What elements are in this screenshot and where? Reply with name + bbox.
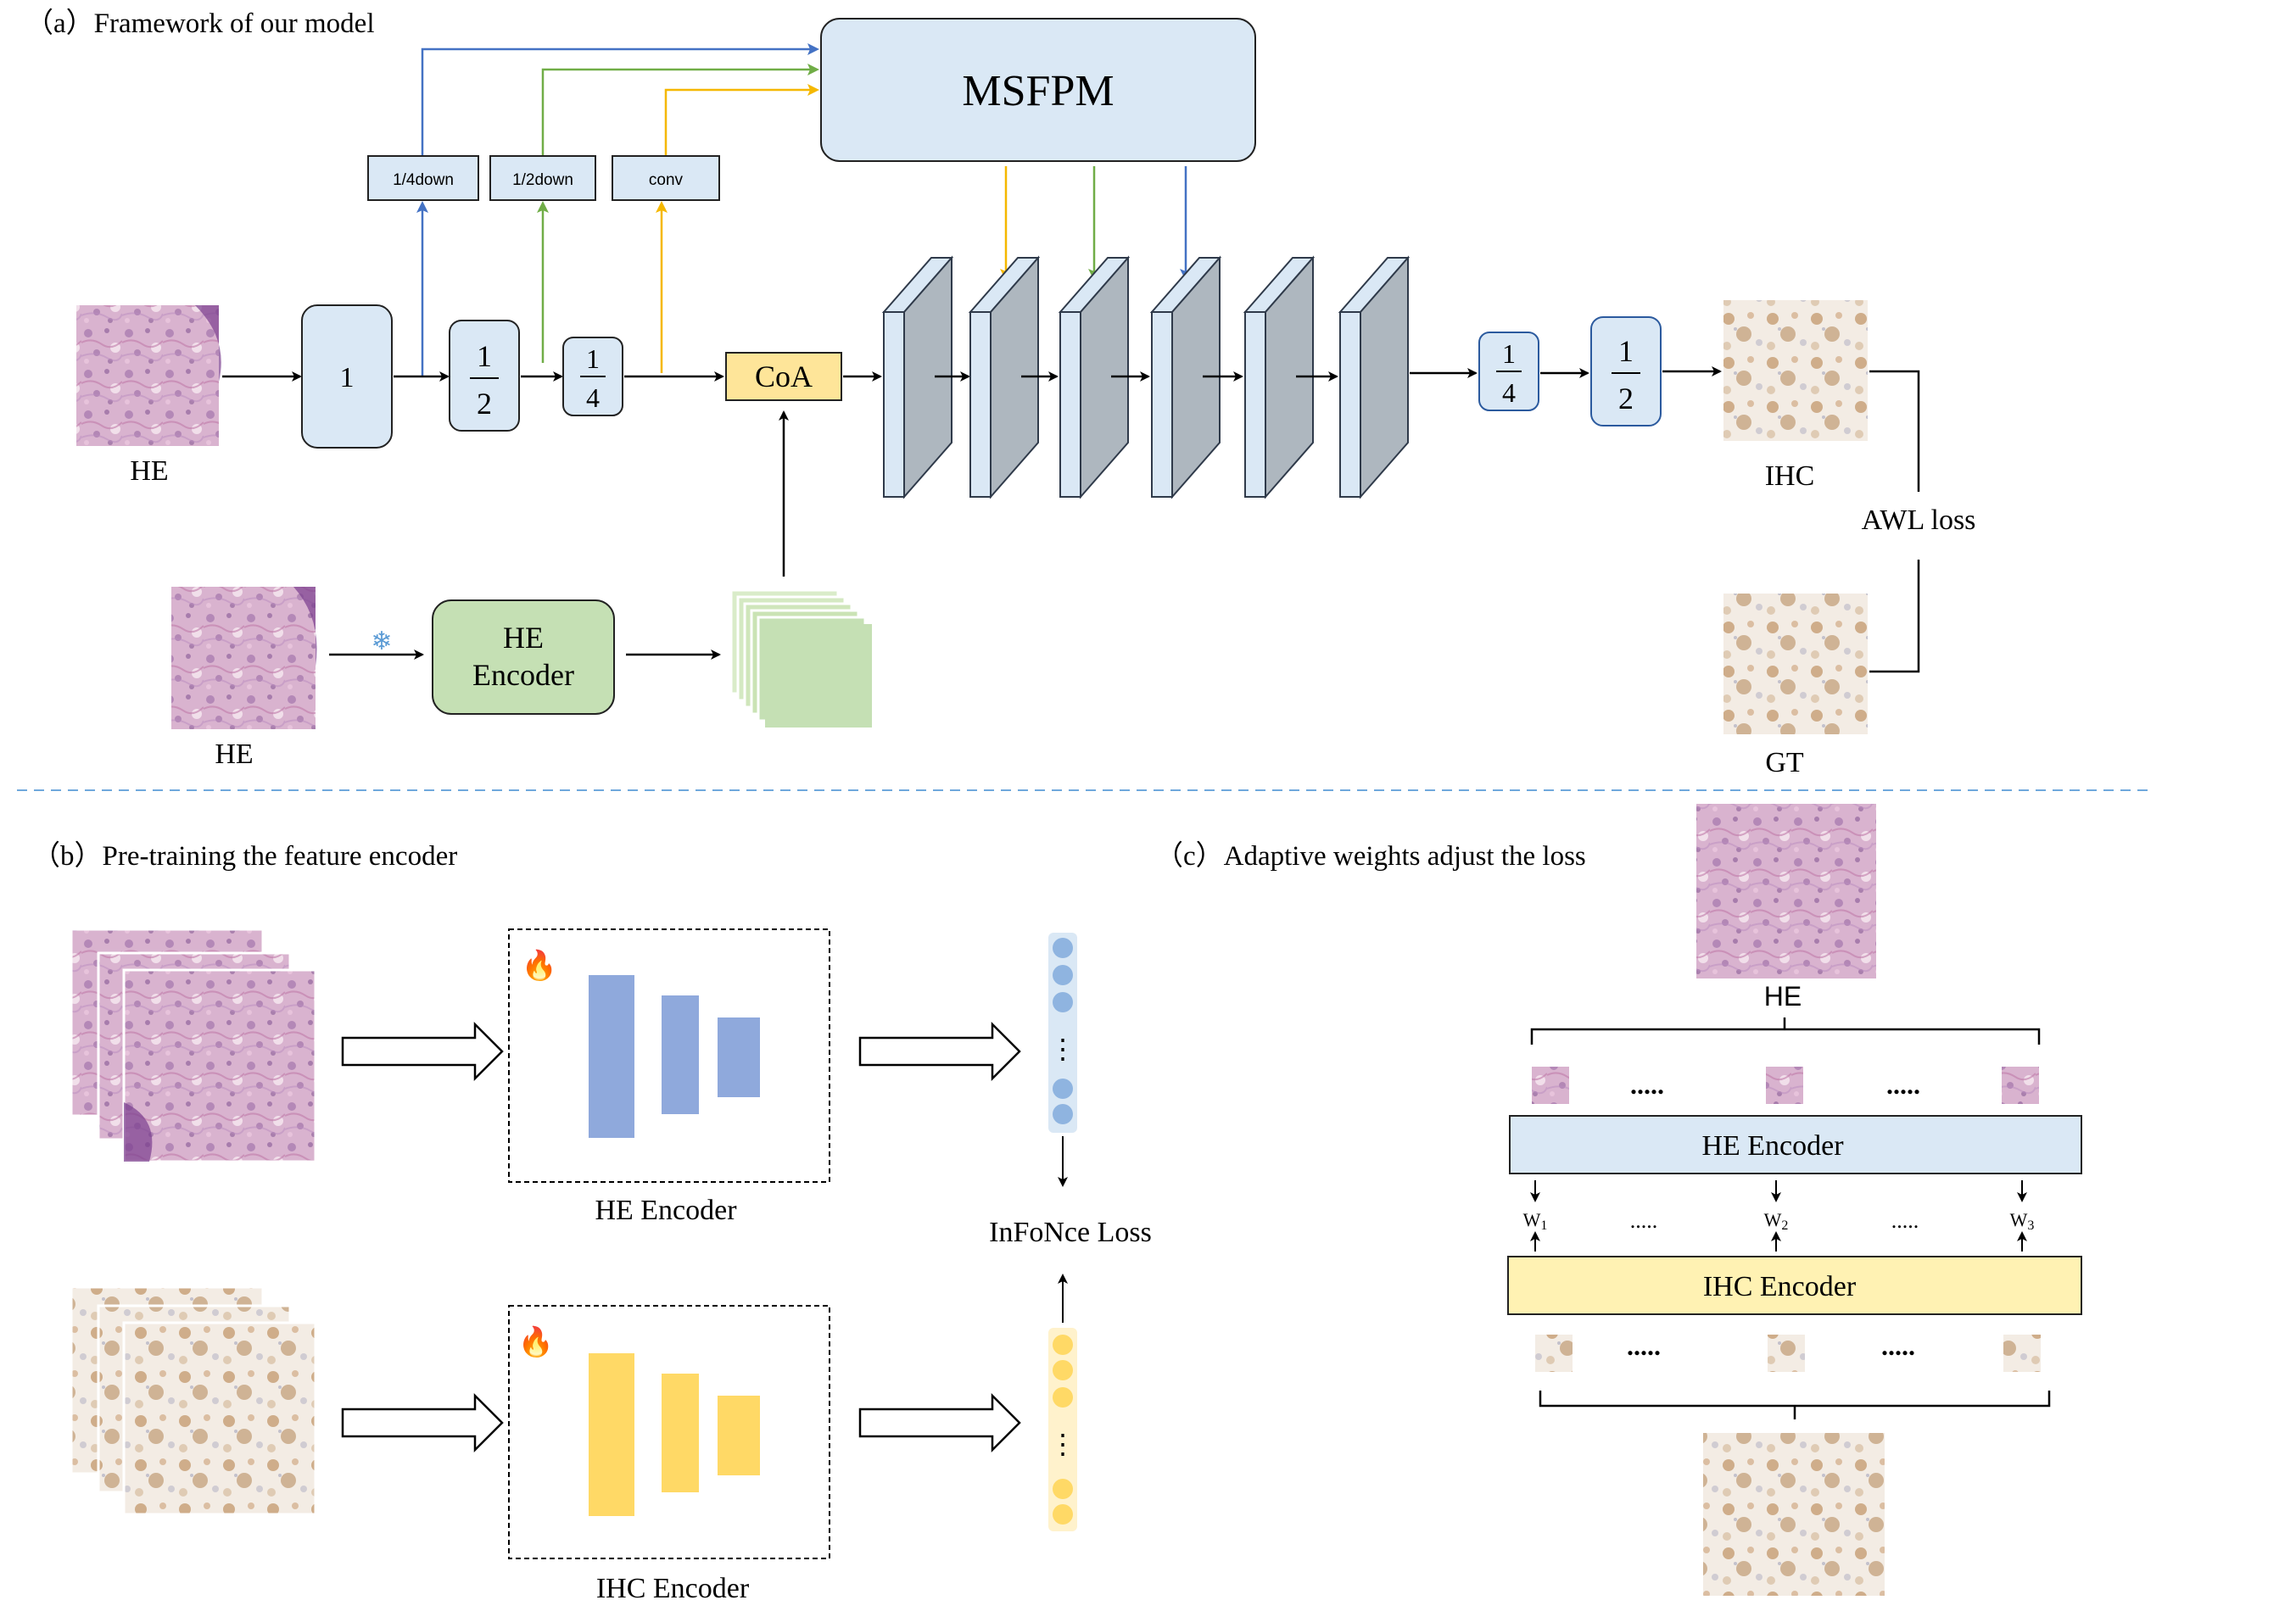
he-encoder-pretrain-label: HE Encoder: [595, 1195, 737, 1226]
awl-bracket-top: [1869, 370, 1920, 492]
patch-brace-top: [1530, 1017, 2041, 1045]
down4-box: [367, 155, 479, 201]
gt-image: [1723, 594, 1868, 734]
he-image-bottom-detail: [293, 587, 317, 666]
snowflake-icon: ❄: [371, 627, 392, 655]
conv-label: conv: [649, 171, 684, 189]
he-vector-ellipsis: ⋮: [1049, 1034, 1076, 1064]
he-patch-3: [2002, 1067, 2039, 1104]
ihc-encoder-bar-medium: [662, 1374, 699, 1492]
ellipsis: .....: [1630, 1069, 1664, 1100]
fire-icon: 🔥: [522, 949, 557, 982]
upsample-half-den: 2: [1618, 382, 1634, 415]
decoder-layer-3: [1058, 255, 1131, 499]
ihc-encoder-bar-large: [589, 1353, 634, 1516]
weight-w1: W1: [1523, 1209, 1548, 1233]
ihc-encoder-bar-small: [718, 1396, 760, 1475]
down2-box: [489, 155, 596, 201]
he-patch-stack: [70, 928, 317, 1163]
upsample-quarter-den: 4: [1502, 377, 1516, 408]
he-image-top: [76, 305, 219, 446]
skip-green-line: [541, 64, 819, 156]
upsample-half-num: 1: [1618, 334, 1634, 368]
decoder-layer-4: [1149, 255, 1222, 499]
he-encoder-frozen: [432, 599, 615, 715]
panel-a-title: （a）Framework of our model: [25, 8, 375, 39]
hollow-arrow-ihc-in: [341, 1392, 504, 1453]
coa-box: [725, 352, 842, 401]
decoder-layer-2: [968, 255, 1041, 499]
he-encoder-bar-medium: [662, 995, 699, 1114]
infonce-loss-label: InFoNce Loss: [989, 1217, 1152, 1248]
gt-label: GT: [1765, 747, 1804, 778]
panel-b-title: （b）Pre-training the feature encoder: [32, 841, 457, 872]
hollow-arrow-he-in: [341, 1021, 504, 1082]
he-label-top: HE: [130, 455, 168, 487]
awl-bracket-bottom: [1869, 560, 1920, 673]
patch-brace-bottom: [1539, 1391, 2051, 1419]
down4-label: 1/4down: [393, 171, 454, 189]
ellipsis: .....: [1886, 1069, 1920, 1100]
weight-w2: W2: [1764, 1209, 1789, 1233]
coa-label: CoA: [755, 360, 813, 393]
ihc-embedding-vector: [1048, 1328, 1077, 1531]
he-patch-2: [1766, 1067, 1803, 1104]
fire-icon: 🔥: [518, 1325, 554, 1358]
encoder-block-quarter-den: 4: [586, 382, 600, 413]
he-image-top-detail: [195, 305, 221, 382]
hollow-arrow-he-out: [858, 1021, 1021, 1082]
ellipsis: .....: [1881, 1330, 1915, 1361]
panel-c-title: （c）Adaptive weights adjust the loss: [1155, 841, 1586, 872]
encoder-block-full-label: 1: [340, 362, 355, 393]
awl-loss-label: AWL loss: [1862, 505, 1976, 536]
ihc-encoder-c: [1507, 1256, 2082, 1315]
he-label-bottom: HE: [215, 739, 253, 770]
ellipsis: .....: [1627, 1330, 1661, 1361]
ihc-patch-2: [1768, 1335, 1805, 1372]
upsample-quarter-num: 1: [1502, 338, 1516, 369]
encoder-block-half: [449, 320, 520, 432]
weight-w3: W3: [2010, 1209, 2035, 1233]
he-image-bottom: [171, 587, 316, 729]
encoder-block-half-num: 1: [477, 339, 492, 373]
he-embedding-vector: [1048, 933, 1077, 1133]
encoder-block-full: [301, 304, 393, 449]
he-encoder-bar-small: [718, 1017, 760, 1097]
ihc-patch-3: [2003, 1335, 2041, 1372]
he-image-c: [1696, 804, 1876, 978]
skip-yellow-line: [664, 84, 819, 156]
he-encoder-line1: HE: [503, 621, 544, 655]
decoder-layer-1: [881, 255, 954, 499]
decoder-layer-6: [1338, 255, 1411, 499]
he-patch-1: [1532, 1067, 1569, 1104]
ihc-vector-ellipsis: ⋮: [1049, 1429, 1076, 1459]
msfpm-label: MSFPM: [962, 67, 1114, 115]
encoder-block-quarter-num: 1: [586, 343, 600, 374]
down2-label: 1/2down: [512, 171, 573, 189]
ihc-encoder-c-label: IHC Encoder: [1703, 1271, 1857, 1302]
he-label-c: HE: [1764, 981, 1802, 1012]
decoder-layer-5: [1243, 255, 1316, 499]
ihc-image-c: [1703, 1433, 1885, 1596]
hollow-arrow-ihc-out: [858, 1392, 1021, 1453]
he-encoder-c: [1509, 1115, 2082, 1174]
he-encoder-line2: Encoder: [472, 658, 574, 692]
he-encoder-bar-large: [589, 975, 634, 1138]
ellipsis: .....: [1630, 1208, 1658, 1233]
skip-blue-line: [421, 43, 819, 156]
msfpm-box: [820, 18, 1256, 162]
ellipsis: .....: [1891, 1208, 1919, 1233]
feature-maps-stack: [729, 588, 872, 728]
ihc-encoder-pretrain-label: IHC Encoder: [596, 1573, 750, 1600]
upsample-block-half: [1590, 316, 1662, 426]
he-encoder-c-label: HE Encoder: [1701, 1130, 1844, 1162]
ihc-label: IHC: [1765, 460, 1815, 492]
ihc-patch-stack: [70, 1285, 317, 1516]
conv-box: [612, 155, 720, 201]
encoder-block-half-den: 2: [477, 387, 492, 421]
ihc-patch-1: [1535, 1335, 1573, 1372]
ihc-output-image: [1723, 300, 1868, 441]
